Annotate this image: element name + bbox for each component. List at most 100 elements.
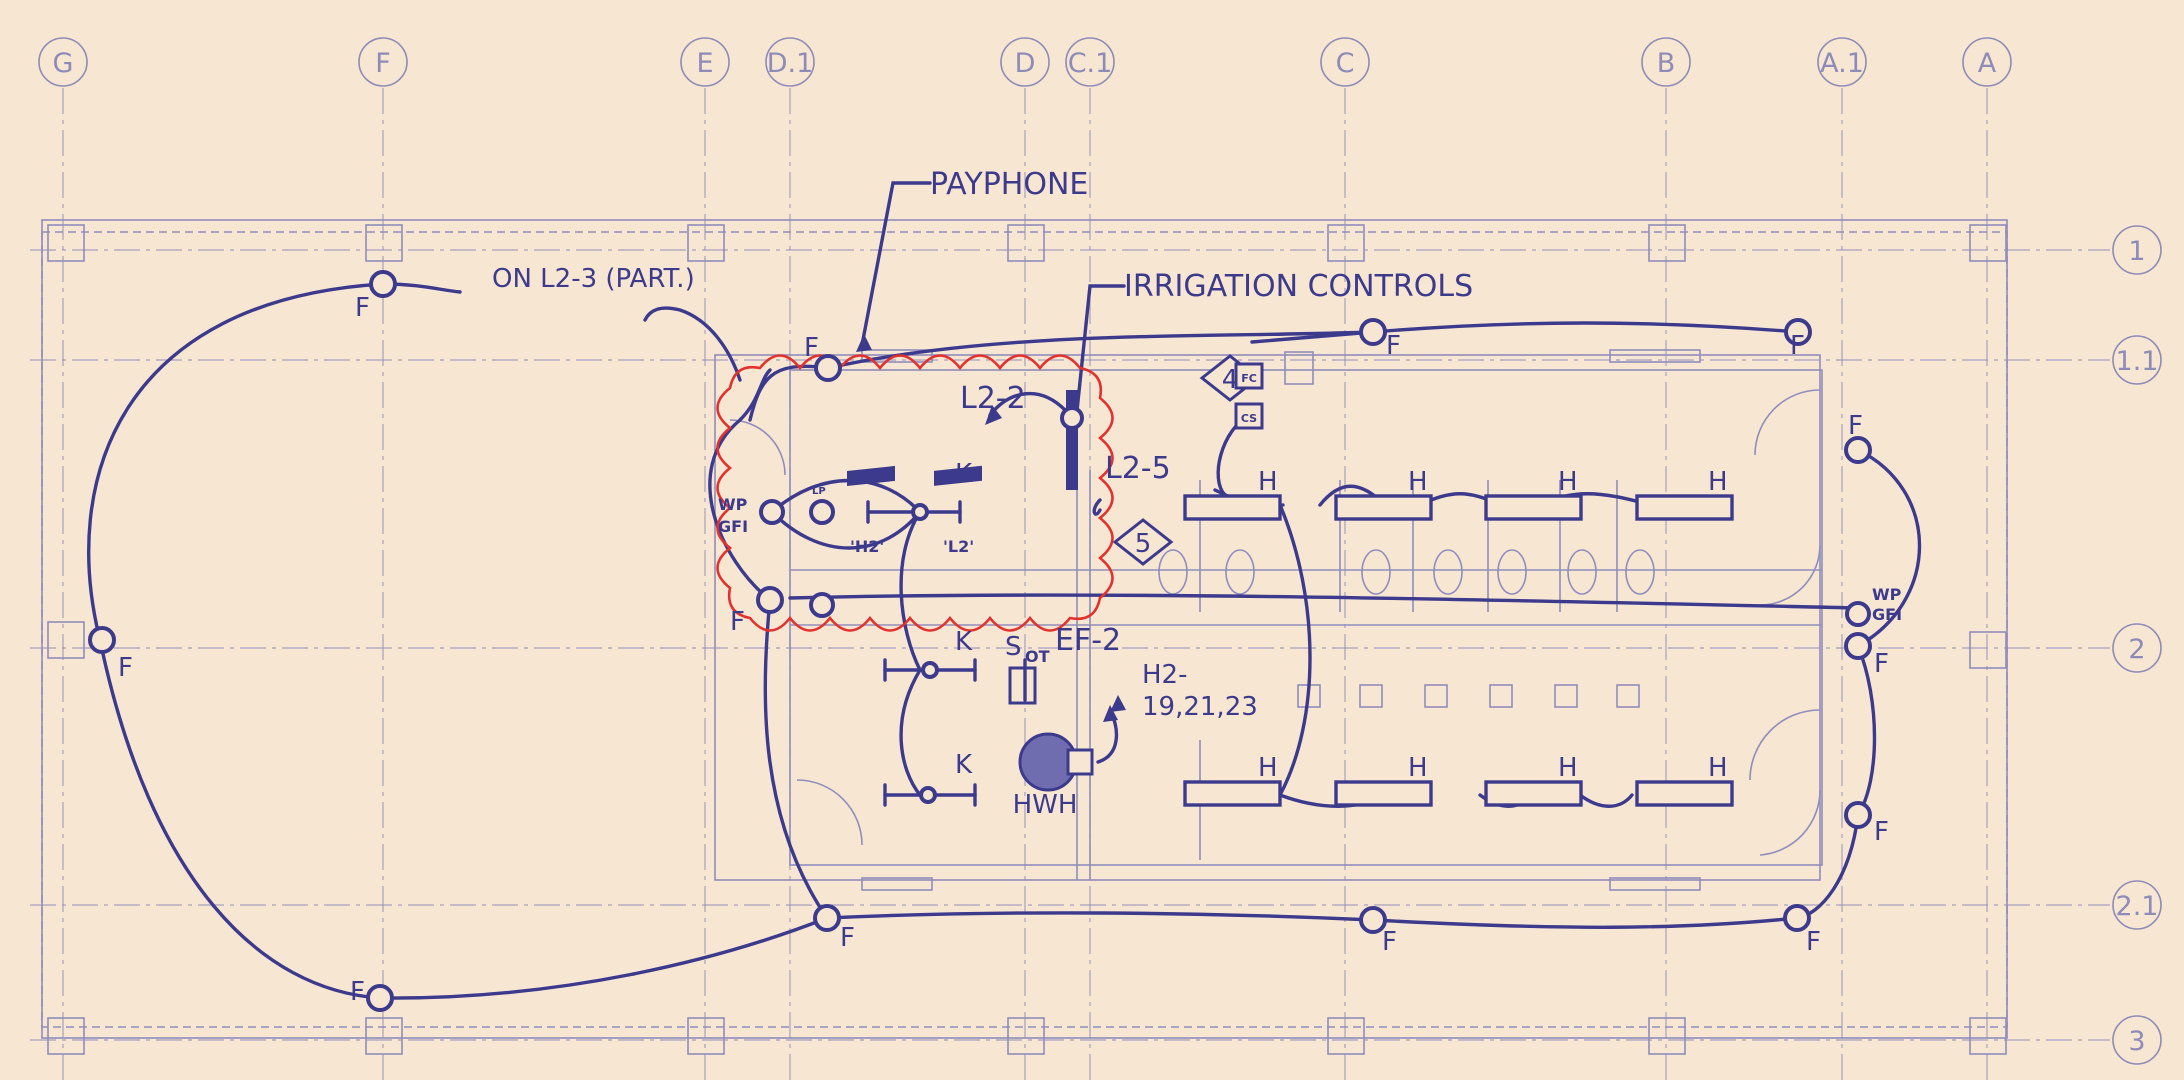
svg-text:FC: FC [1241, 372, 1257, 385]
fixture-f-cloud: F [804, 333, 842, 382]
building-outline [41, 219, 2008, 1039]
fixture-f-east-lower: F [1844, 801, 1889, 847]
kitchen-light-upper: K [866, 459, 973, 524]
svg-text:4: 4 [1222, 365, 1239, 395]
svg-text:K: K [955, 627, 973, 657]
fixture-f-south-west: F [350, 977, 394, 1012]
svg-text:C: C [1336, 48, 1355, 79]
svg-text:LP: LP [812, 486, 826, 497]
svg-text:H: H [1408, 753, 1428, 783]
heater-lower-1: H [1183, 753, 1282, 807]
heater-upper-2: H [1334, 467, 1433, 521]
panel-h2: 'H2' [847, 465, 895, 556]
receptacle-west-lower [809, 592, 835, 618]
row-bubble-1: 1 [2112, 225, 2162, 275]
svg-text:2: 2 [2128, 634, 2145, 665]
svg-text:H: H [1408, 467, 1428, 497]
column-bubble-a1: A.1 [1817, 37, 1867, 87]
svg-text:3: 3 [2128, 1026, 2145, 1057]
fixture-f-south-left: F [813, 904, 855, 953]
svg-text:G: G [53, 48, 74, 79]
column-bubble-f: F [358, 37, 408, 87]
fixture-f-east-mid: F [1844, 632, 1889, 679]
svg-text:B: B [1657, 48, 1676, 79]
svg-text:K: K [955, 750, 973, 780]
svg-text:F: F [1806, 927, 1821, 957]
control-switch-box: CS [1234, 402, 1264, 430]
svg-text:F: F [1382, 927, 1397, 957]
fixture-f-north-east: F [1784, 318, 1812, 361]
column-bubble-c: C [1320, 37, 1370, 87]
svg-text:C.1: C.1 [1068, 48, 1113, 79]
column-bubble-e: E [680, 37, 730, 87]
kitchen-light-middle: K [883, 627, 977, 682]
svg-text:F: F [1848, 411, 1863, 441]
column-bubble-g: G [38, 37, 88, 87]
heater-upper-4: H [1635, 467, 1734, 521]
column-bubble-d: D [1000, 37, 1050, 87]
row-gridlines [30, 249, 2110, 1041]
svg-text:GFI: GFI [1872, 605, 1902, 624]
row-bubble-3: 3 [2112, 1015, 2162, 1065]
row-bubble-1-1: 1.1 [2112, 335, 2162, 385]
circuit-note-callout: ON L2-3 (PART.) [492, 264, 695, 294]
svg-text:GFI: GFI [718, 517, 748, 536]
column-bubble-a: A [1962, 37, 2012, 87]
fixture-f-east-upper: F [1844, 411, 1872, 464]
fixture-f-west: F [88, 626, 133, 683]
column-gridlines [62, 88, 1988, 1080]
tag-5-diamond: 5 [1112, 518, 1174, 566]
h2-circuit-numbers: 19,21,23 [1142, 692, 1258, 722]
exhaust-fan-switch-prefix: S [1005, 632, 1022, 662]
fixture-f-south-right: F [1783, 904, 1821, 957]
revision-cloud [716, 354, 1114, 632]
ef-2-label: EF-2 [1055, 623, 1121, 658]
svg-text:HWH: HWH [1013, 790, 1078, 820]
heater-lower-2: H [1334, 753, 1433, 807]
circuit-l2-5-label: L2-5 [1105, 451, 1171, 486]
wp-gfi-receptacle-east: WP GFI [1845, 585, 1902, 627]
heater-upper-1: H [1183, 467, 1282, 521]
svg-text:E: E [696, 48, 713, 79]
fixture-f-south-mid: F [1359, 906, 1397, 957]
structural-columns [47, 224, 2007, 1055]
heater-upper-3: H [1484, 467, 1583, 521]
svg-text:F: F [1874, 817, 1889, 847]
irrigation-controls-callout: IRRIGATION CONTROLS [1124, 269, 1473, 304]
svg-text:2.1: 2.1 [2116, 891, 2159, 922]
svg-text:A.1: A.1 [1820, 48, 1864, 79]
exhaust-fan-box [1008, 666, 1037, 705]
svg-text:H: H [1258, 467, 1278, 497]
heater-lower-3: H [1484, 753, 1583, 807]
row-bubble-2: 2 [2112, 623, 2162, 673]
svg-text:D: D [1015, 48, 1036, 79]
svg-text:'H2': 'H2' [850, 537, 884, 556]
svg-text:F: F [804, 333, 819, 363]
restroom-block-walls [714, 349, 1823, 891]
svg-text:CS: CS [1241, 412, 1257, 425]
column-bubble-b: B [1641, 37, 1691, 87]
h2-circuit-label: H2- [1142, 660, 1187, 690]
svg-text:F: F [375, 48, 391, 79]
fixture-f-west-entry: F [730, 586, 784, 637]
column-bubble-c1: C.1 [1065, 37, 1115, 87]
svg-text:D.1: D.1 [767, 48, 814, 79]
l2-2-disconnect [1060, 390, 1084, 490]
svg-text:'L2': 'L2' [943, 537, 974, 556]
fixture-f-north-west: F [355, 270, 397, 323]
row-bubble-2-1: 2.1 [2112, 880, 2162, 930]
circuit-l2-2-label: L2-2 [960, 381, 1026, 416]
svg-text:F: F [118, 653, 133, 683]
heater-lower-4: H [1635, 753, 1734, 807]
fan-coil-box: FC [1234, 362, 1264, 390]
svg-text:1.1: 1.1 [2116, 346, 2159, 377]
svg-text:WP: WP [1872, 585, 1902, 604]
svg-text:1: 1 [2128, 236, 2145, 267]
svg-text:F: F [1386, 331, 1401, 361]
svg-text:H: H [1708, 467, 1728, 497]
svg-text:F: F [1790, 331, 1805, 361]
svg-text:H: H [1258, 753, 1278, 783]
wp-gfi-receptacle-west: WP GFI LP [718, 486, 835, 536]
svg-text:A: A [1978, 48, 1997, 79]
svg-text:5: 5 [1135, 529, 1152, 559]
